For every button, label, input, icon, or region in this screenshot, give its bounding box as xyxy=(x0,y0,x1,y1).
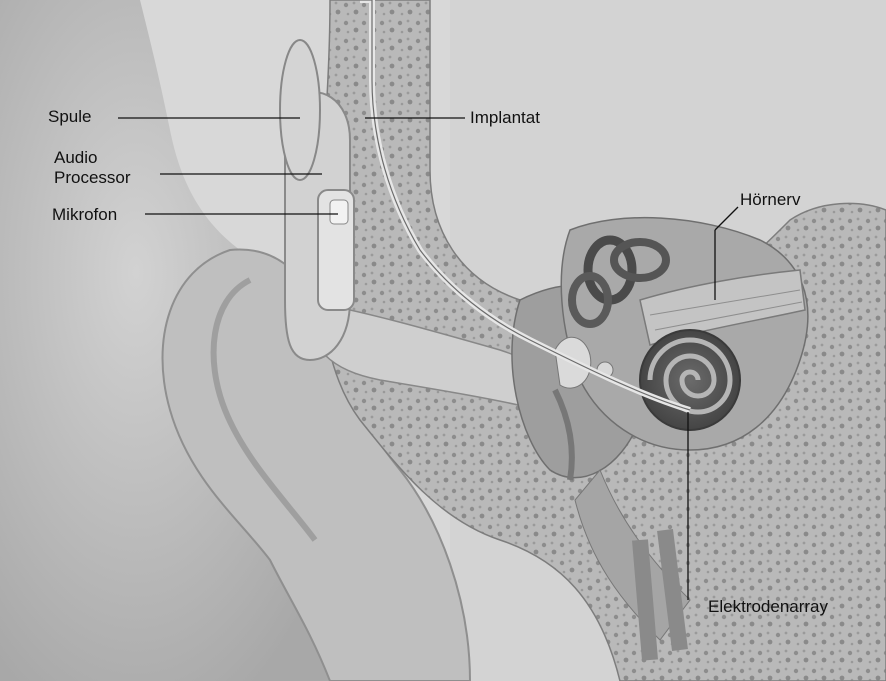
label-implantat: Implantat xyxy=(470,108,540,128)
coil-device xyxy=(280,40,320,180)
label-spule: Spule xyxy=(48,107,91,127)
cochlea xyxy=(640,330,740,430)
label-audio-processor-line2: Processor xyxy=(54,168,131,188)
label-elektrodenarray: Elektrodenarray xyxy=(708,597,828,617)
label-hoernerv: Hörnerv xyxy=(740,190,800,210)
label-mikrofon: Mikrofon xyxy=(52,205,117,225)
label-audio-processor-line1: Audio xyxy=(54,148,97,168)
